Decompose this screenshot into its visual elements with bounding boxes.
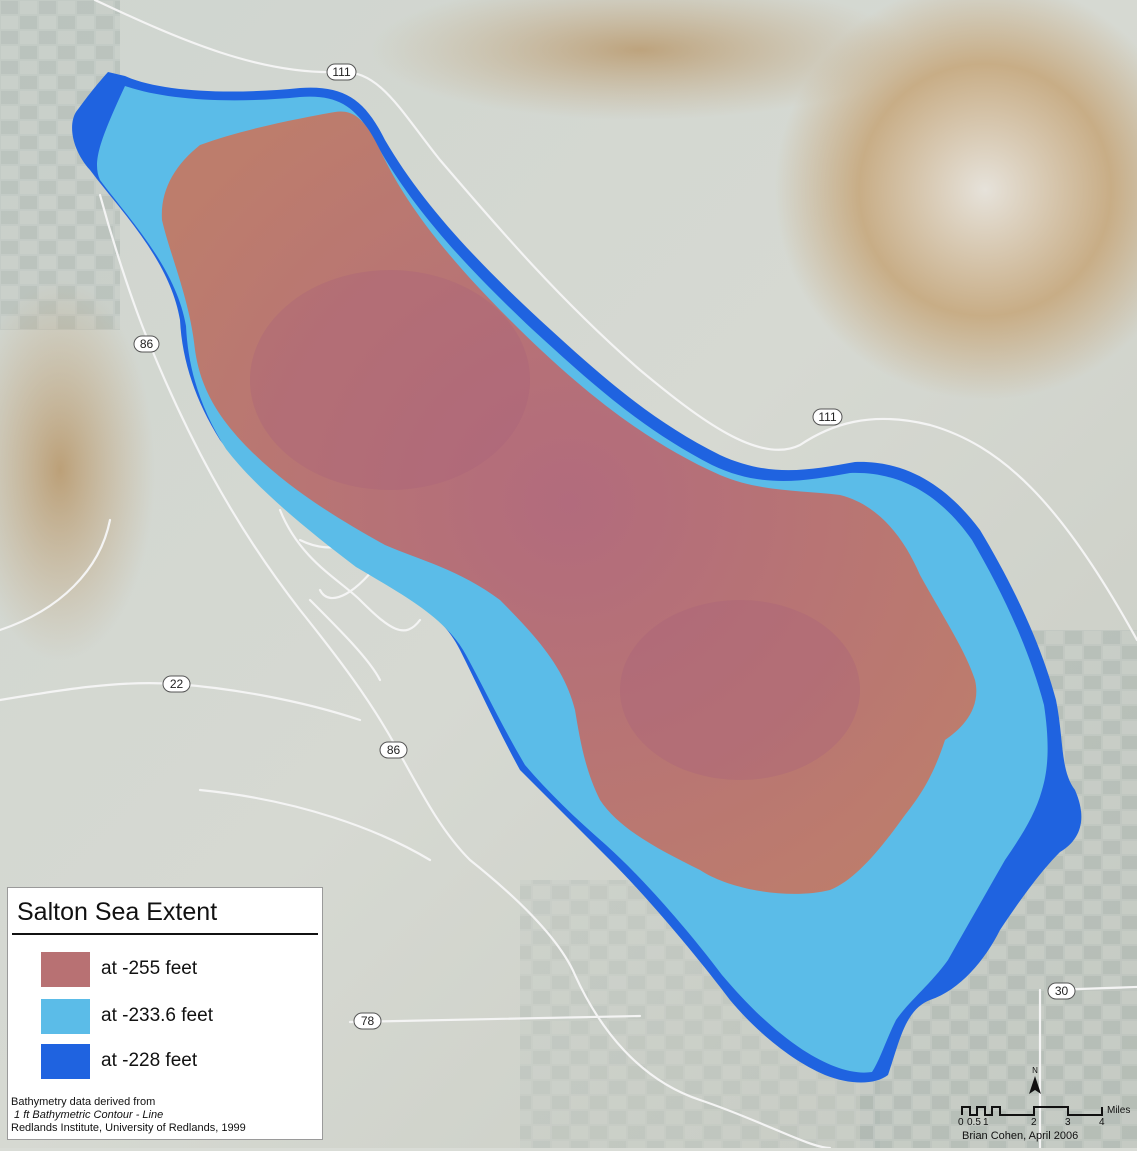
highway-shield-22: 22 xyxy=(162,675,191,693)
scale-bar-graphic: N xyxy=(961,1066,1103,1116)
legend-swatch-255 xyxy=(41,952,90,987)
legend-divider xyxy=(12,933,318,935)
scale-tick: 3 xyxy=(1065,1117,1071,1128)
highway-shield-86-north: 86 xyxy=(133,335,160,353)
legend-credit-line1: Bathymetry data derived from xyxy=(11,1096,156,1108)
highway-shield-86-south: 86 xyxy=(379,741,408,759)
deep-center-north xyxy=(250,270,530,490)
highway-shield-111-east: 111 xyxy=(812,408,843,426)
legend-credit-line3: Redlands Institute, University of Redlan… xyxy=(11,1122,246,1134)
deep-center-south xyxy=(620,600,860,780)
legend-label-228: at -228 feet xyxy=(101,1050,198,1071)
mountains-northeast xyxy=(775,0,1137,400)
scale-bar-segments xyxy=(961,1106,1103,1116)
sea-extent-255-ft xyxy=(161,111,977,894)
legend-label-255: at -255 feet xyxy=(101,958,198,979)
legend-swatch-233-6 xyxy=(41,999,90,1034)
legend-swatch-228 xyxy=(41,1044,90,1079)
scale-tick: 2 xyxy=(1031,1117,1037,1128)
scale-units: Miles xyxy=(1107,1105,1131,1116)
legend-item-228: at -228 feet xyxy=(41,1044,311,1080)
highway-label: 111 xyxy=(332,65,351,79)
legend-item-233-6: at -233.6 feet xyxy=(41,999,311,1035)
scale-tick: 0.5 xyxy=(967,1117,981,1128)
highway-label: 22 xyxy=(170,677,184,691)
scale-tick: 1 xyxy=(983,1117,989,1128)
north-arrow-icon: N xyxy=(1029,1066,1041,1094)
legend-title: Salton Sea Extent xyxy=(17,898,218,926)
legend-item-255: at -255 feet xyxy=(41,952,311,988)
legend-credit-line2: 1 ft Bathymetric Contour - Line xyxy=(11,1109,164,1121)
highway-label: 86 xyxy=(387,743,401,757)
scale-bar: N Miles 0 0.5 1 2 3 4 Brian Cohen, April… xyxy=(950,1060,1135,1146)
map-legend: Salton Sea Extent at -255 feet at -233.6… xyxy=(7,887,323,1140)
scale-tick: 4 xyxy=(1099,1117,1105,1128)
mountains-west xyxy=(0,280,155,660)
map-author-credit: Brian Cohen, April 2006 xyxy=(962,1130,1079,1142)
highway-label: 78 xyxy=(361,1014,375,1028)
legend-label-233-6: at -233.6 feet xyxy=(101,1005,213,1026)
highway-shield-30: 30 xyxy=(1047,982,1076,1000)
mountains-north xyxy=(370,0,910,120)
highway-label: 30 xyxy=(1055,984,1069,998)
highway-shield-78: 78 xyxy=(353,1012,382,1030)
scale-tick: 0 xyxy=(958,1117,964,1128)
highway-label: 86 xyxy=(140,337,154,351)
north-label: N xyxy=(1032,1066,1038,1075)
highway-shield-111-north: 111 xyxy=(326,63,357,81)
highway-label: 111 xyxy=(818,410,837,424)
